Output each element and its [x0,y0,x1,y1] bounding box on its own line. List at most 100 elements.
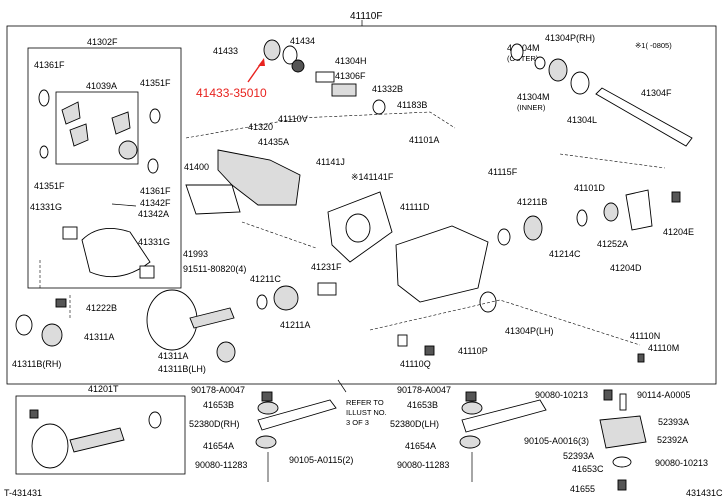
label-41332B: 41332B [372,84,403,94]
bearing [523,215,543,241]
cushion [257,401,279,415]
thrust-washer [39,145,49,159]
bracket [599,415,647,449]
label-41211A: 41211A [280,320,310,330]
label-41141J: 41141J [316,157,345,167]
drive-pinion [69,427,125,453]
housing-bore [345,213,371,243]
highlight-label[interactable]: 41433-35010 [196,86,267,100]
cushion [612,456,632,468]
label-91511: 91511-80820(4) [183,264,246,274]
label-41201T: 41201T [88,384,119,394]
refer-line-1: REFER TO [346,398,384,407]
nut [291,59,305,73]
label-41342F: 41342F [140,198,171,208]
label-41351F-b: 41351F [34,181,65,191]
subassy-frame-41302F [27,47,182,289]
label-41306F: 41306F [335,71,366,81]
label-41211C: 41211C [250,274,281,284]
label-41211B: 41211B [517,197,547,207]
snap-ring [510,43,524,61]
bearing [548,58,568,82]
bushing [397,334,408,347]
label-41433: 41433 [213,46,238,56]
label-41361F-b: 41361F [140,186,171,196]
companion-flange [331,83,357,97]
subassy-frame-41201T [15,395,186,475]
cushion [459,435,481,449]
nut [617,479,627,491]
washer [576,209,588,227]
bolt [637,353,645,363]
label-41039A: 41039A [86,81,117,91]
label-41653B-b: 41653B [407,400,438,410]
label-90114: 90114-A0005 [637,390,690,400]
label-41311A: 41311A [84,332,114,342]
oil-seal [15,314,33,336]
label-41304L: 41304L [567,115,597,125]
bolt [55,298,67,308]
title-label: 41110F [350,11,382,22]
label-41115F: 41115F [488,167,518,177]
main-frame [6,25,717,385]
bearing [139,265,155,279]
label-90105-b: 90105-A0016(3) [524,436,589,446]
label-90080-a: 90080-11283 [195,460,247,470]
bolt [29,409,39,419]
refer-line-2: ILLUST NO. [346,408,387,417]
label-41111D: 41111D [400,202,430,212]
label-41110N: 41110N [630,331,660,341]
label-41204E: 41204E [663,227,694,237]
actuator [185,184,241,215]
washer [497,228,511,246]
mount-bracket [257,399,337,431]
label-52380D-RH: 52380D(RH) [189,419,240,429]
drive-pinion [189,307,235,329]
label-52393A: 52393A [658,417,689,427]
label-outer: (OUTER) [507,54,539,63]
pinion-gear [61,101,81,125]
snap-ring [534,56,546,70]
label-90178-a: 90178-A0047 [191,385,245,395]
label-90178-b: 90178-A0047 [397,385,451,395]
oil-seal [315,71,335,83]
label-41110M: 41110M [648,343,679,353]
differential-case [81,227,151,278]
label-41654A-a: 41654A [203,441,234,451]
nut [465,391,477,402]
bearing [62,226,78,240]
label-41351F: 41351F [140,78,171,88]
label-inner: (INNER) [517,103,546,112]
thrust-washer [149,108,161,124]
note-label: ※1( -0805) [635,41,672,50]
label-41320: 41320 [248,122,273,132]
label-41331G: 41331G [30,202,62,212]
label-41435A: 41435A [258,137,289,147]
label-41304F: 41304F [641,88,672,98]
nut [261,391,273,402]
label-41304P-RH: 41304P(RH) [545,33,595,43]
label-41214C: 41214C [549,249,581,259]
cushion [255,435,277,449]
cushion [461,401,483,415]
ring-gear [146,289,198,351]
label-41183B: 41183B [397,100,427,110]
label-41331G-b: 41331G [138,237,170,247]
ring-gear [31,423,69,469]
carrier-case [395,225,489,303]
label-41655: 41655 [570,484,595,494]
label-41110V: 41110V [278,114,308,124]
label-41304P-LH: 41304P(LH) [505,326,554,336]
label-90105-a: 90105-A0115(2) [289,455,353,465]
label-41110P: 41110P [458,346,488,356]
label-41252A: 41252A [597,239,628,249]
label-41304M-inner: 41304M [517,92,550,102]
label-41400: 41400 [184,162,209,172]
oil-seal [570,71,590,95]
pinion-gear [69,123,89,147]
plug [671,191,681,203]
label-41434: 41434 [290,36,315,46]
washer [372,99,386,115]
spacer [317,282,337,296]
